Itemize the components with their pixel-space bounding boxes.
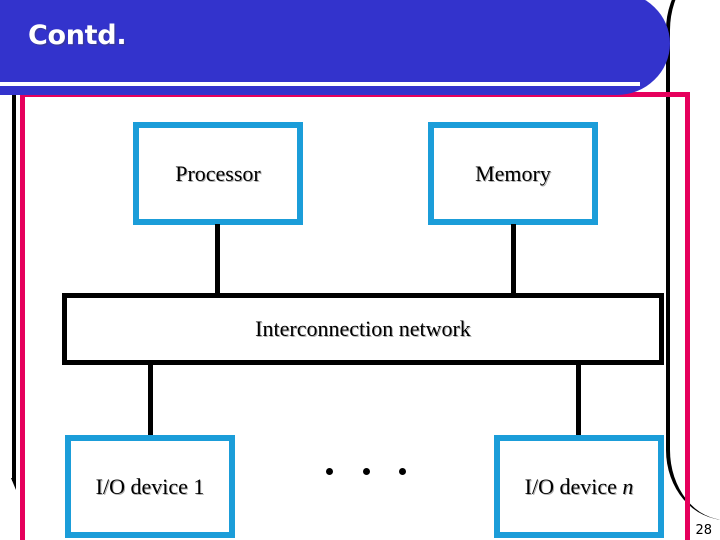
connector-processor-to-interconnect <box>215 224 220 296</box>
node-io-device-1-label: I/O device 1 <box>95 473 205 499</box>
decorative-line-left <box>11 86 16 490</box>
node-memory: Memory <box>428 122 598 225</box>
node-io-device-n: I/O device n <box>494 435 664 538</box>
page-title: Contd. <box>28 20 127 51</box>
connector-interconnect-to-io-device-n <box>576 362 581 438</box>
decorative-curve-right <box>666 0 720 520</box>
node-io-device-n-label-index: n <box>622 473 634 499</box>
node-interconnection-network: Interconnection network <box>62 293 664 365</box>
ellipsis-dots <box>326 468 406 475</box>
node-io-device-n-label-prefix: I/O device <box>524 473 623 499</box>
page-number: 28 <box>695 523 712 538</box>
node-interconnection-network-label: Interconnection network <box>255 316 471 341</box>
node-memory-label: Memory <box>475 160 551 186</box>
node-processor: Processor <box>133 122 303 225</box>
title-underline <box>0 82 640 86</box>
node-io-device-1: I/O device 1 <box>65 435 235 538</box>
ellipsis-dot <box>326 468 333 475</box>
connector-interconnect-to-io-device-1 <box>148 362 153 438</box>
connector-memory-to-interconnect <box>511 224 516 296</box>
node-io-device-n-label: I/O device n <box>525 474 634 500</box>
ellipsis-dot <box>399 468 406 475</box>
node-processor-label: Processor <box>175 160 261 186</box>
title-banner <box>0 0 670 95</box>
ellipsis-dot <box>362 468 370 475</box>
